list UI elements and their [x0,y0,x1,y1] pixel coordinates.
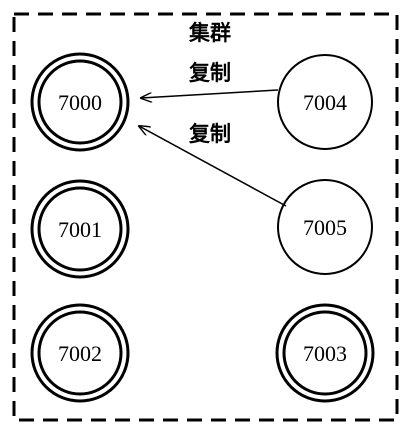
edge-label-7004-to-7000: 复制 [188,61,231,85]
node-label-7004: 7004 [303,90,347,115]
node-7002: 7002 [30,303,130,403]
node-label-7002: 7002 [58,341,102,366]
node-7001: 7001 [30,179,130,279]
edge-7004-to-7000 [141,89,279,98]
edge-label-7005-to-7000: 复制 [188,122,231,146]
cluster-boundary [12,12,399,422]
cluster-title: 集群 [188,21,231,45]
node-label-7001: 7001 [58,217,102,242]
node-label-7000: 7000 [58,90,102,115]
node-7004: 7004 [277,54,373,150]
node-label-7003: 7003 [303,341,347,366]
edge-7005-to-7000 [139,126,287,207]
node-7005: 7005 [277,179,373,275]
node-7000: 7000 [30,52,130,152]
node-label-7005: 7005 [303,215,347,240]
node-7003: 7003 [275,303,375,403]
